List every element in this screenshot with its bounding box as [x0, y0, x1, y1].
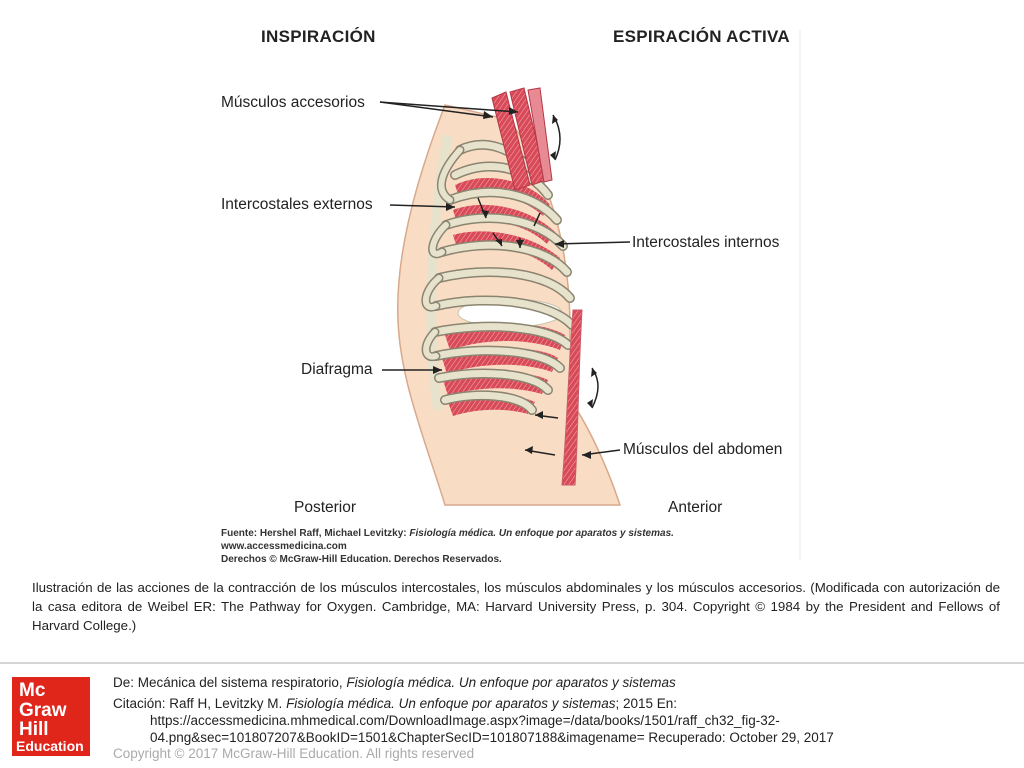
figure-caption: Ilustración de las acciones de la contra… [32, 580, 1000, 633]
label-internal-intercostals: Intercostales internos [632, 234, 780, 251]
copyright-notice: Copyright © 2017 McGraw-Hill Education. … [113, 746, 475, 761]
thorax-illustration [379, 30, 801, 560]
from-line: De: Mecánica del sistema respiratorio, F… [113, 675, 676, 690]
logo-line-4: Education [16, 738, 84, 754]
footer-divider [0, 662, 1024, 664]
respiratory-muscles-figure [210, 20, 805, 565]
source-rights: Derechos © McGraw-Hill Education. Derech… [221, 554, 502, 565]
from-prefix: De: Mecánica del sistema respiratorio, [113, 675, 347, 690]
label-abdominal-muscles: Músculos del abdomen [623, 441, 783, 458]
label-anterior: Anterior [668, 499, 723, 516]
label-external-intercostals: Intercostales externos [221, 196, 373, 213]
figure-source-credit: Fuente: Hershel Raff, Michael Levitzky: … [221, 527, 674, 566]
source-title: Fisiología médica. Un enfoque por aparat… [409, 528, 674, 539]
mcgraw-hill-education-logo: Mc Graw Hill Education [12, 677, 90, 756]
source-website: www.accessmedicina.com [221, 541, 347, 552]
abdominal-muscle [561, 309, 583, 486]
citation-prefix: Citación: Raff H, Levitzky M. [113, 696, 287, 711]
citation-suffix: ; 2015 En: [615, 696, 678, 711]
logo-line-3: Hill [19, 719, 49, 740]
citation-title: Fisiología médica. Un enfoque por aparat… [286, 696, 616, 711]
logo-line-2: Graw [19, 700, 67, 721]
motion-arrowheads [481, 115, 597, 454]
accessory-muscles [491, 87, 553, 191]
source-prefix: Fuente: Hershel Raff, Michael Levitzky: [221, 528, 410, 539]
logo-line-1: Mc [19, 680, 46, 701]
citation-line: Citación: Raff H, Levitzky M. Fisiología… [113, 696, 677, 711]
label-diaphragm: Diafragma [301, 361, 373, 378]
leader-arrowheads [433, 107, 591, 459]
header-inspiration: INSPIRACIÓN [261, 27, 376, 46]
header-active-expiration: ESPIRACIÓN ACTIVA [613, 27, 791, 46]
from-title: Fisiología médica. Un enfoque por aparat… [346, 675, 676, 690]
rib-cage [421, 139, 577, 415]
citation-url-line-1: https://accessmedicina.mhmedical.com/Dow… [150, 713, 780, 728]
label-accessory-muscles: Músculos accesorios [221, 94, 365, 111]
label-posterior: Posterior [294, 499, 357, 516]
citation-url-line-2: 04.png&sec=101807207&BookID=1501&Chapter… [150, 730, 834, 745]
